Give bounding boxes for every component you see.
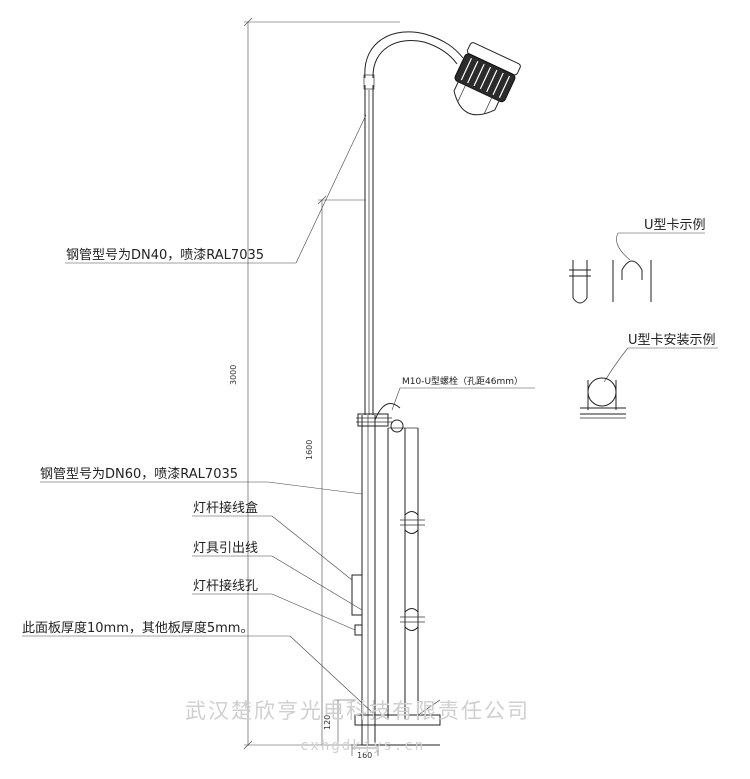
u-clamp-example-figure — [569, 260, 652, 304]
watermark-company: 武汉楚欣亨光电科技有限责任公司 — [185, 699, 530, 723]
label-wiring-hole: 灯杆接线孔 — [193, 578, 258, 594]
leader-lines — [22, 114, 718, 716]
label-u-clamp-install: U型卡安装示例 — [628, 333, 716, 348]
upper-pole — [363, 74, 375, 415]
label-plate-thickness: 此面板厚度10mm，其他板厚度5mm。 — [22, 620, 253, 636]
dimension-lower — [317, 195, 366, 745]
dimension-base-width — [351, 744, 379, 756]
dimension-base-height — [334, 699, 356, 745]
gooseneck-arm — [364, 31, 464, 79]
junction-box — [351, 574, 363, 616]
label-junction-box: 灯杆接线盒 — [193, 500, 258, 516]
label-lamp-lead: 灯具引出线 — [193, 541, 258, 556]
base-plate — [354, 699, 441, 746]
dimension-total-value: 3000 — [229, 365, 238, 385]
dimension-lower-value: 1600 — [305, 440, 314, 460]
dimension-base-width-value: 160 — [357, 751, 372, 760]
luminaire-head — [453, 42, 521, 116]
lower-pole — [361, 415, 376, 745]
dimension-total — [243, 17, 400, 750]
label-u-bolt: M10-U型螺栓（孔距46mm） — [402, 375, 523, 387]
mounting-bracket — [387, 427, 425, 720]
dimension-base-height-value: 120 — [323, 715, 332, 730]
wiring-hole — [354, 624, 363, 636]
watermark-url: cxhgdkjys.cn — [300, 738, 425, 754]
label-dn60-pipe: 钢管型号为DN60，喷漆RAL7035 — [40, 466, 238, 482]
label-u-clamp-example: U型卡示例 — [644, 218, 706, 233]
u-clamp-install-figure — [580, 377, 626, 419]
u-bolt-top — [356, 403, 404, 433]
label-dn40-pipe: 钢管型号为DN40，喷漆RAL7035 — [66, 247, 264, 263]
